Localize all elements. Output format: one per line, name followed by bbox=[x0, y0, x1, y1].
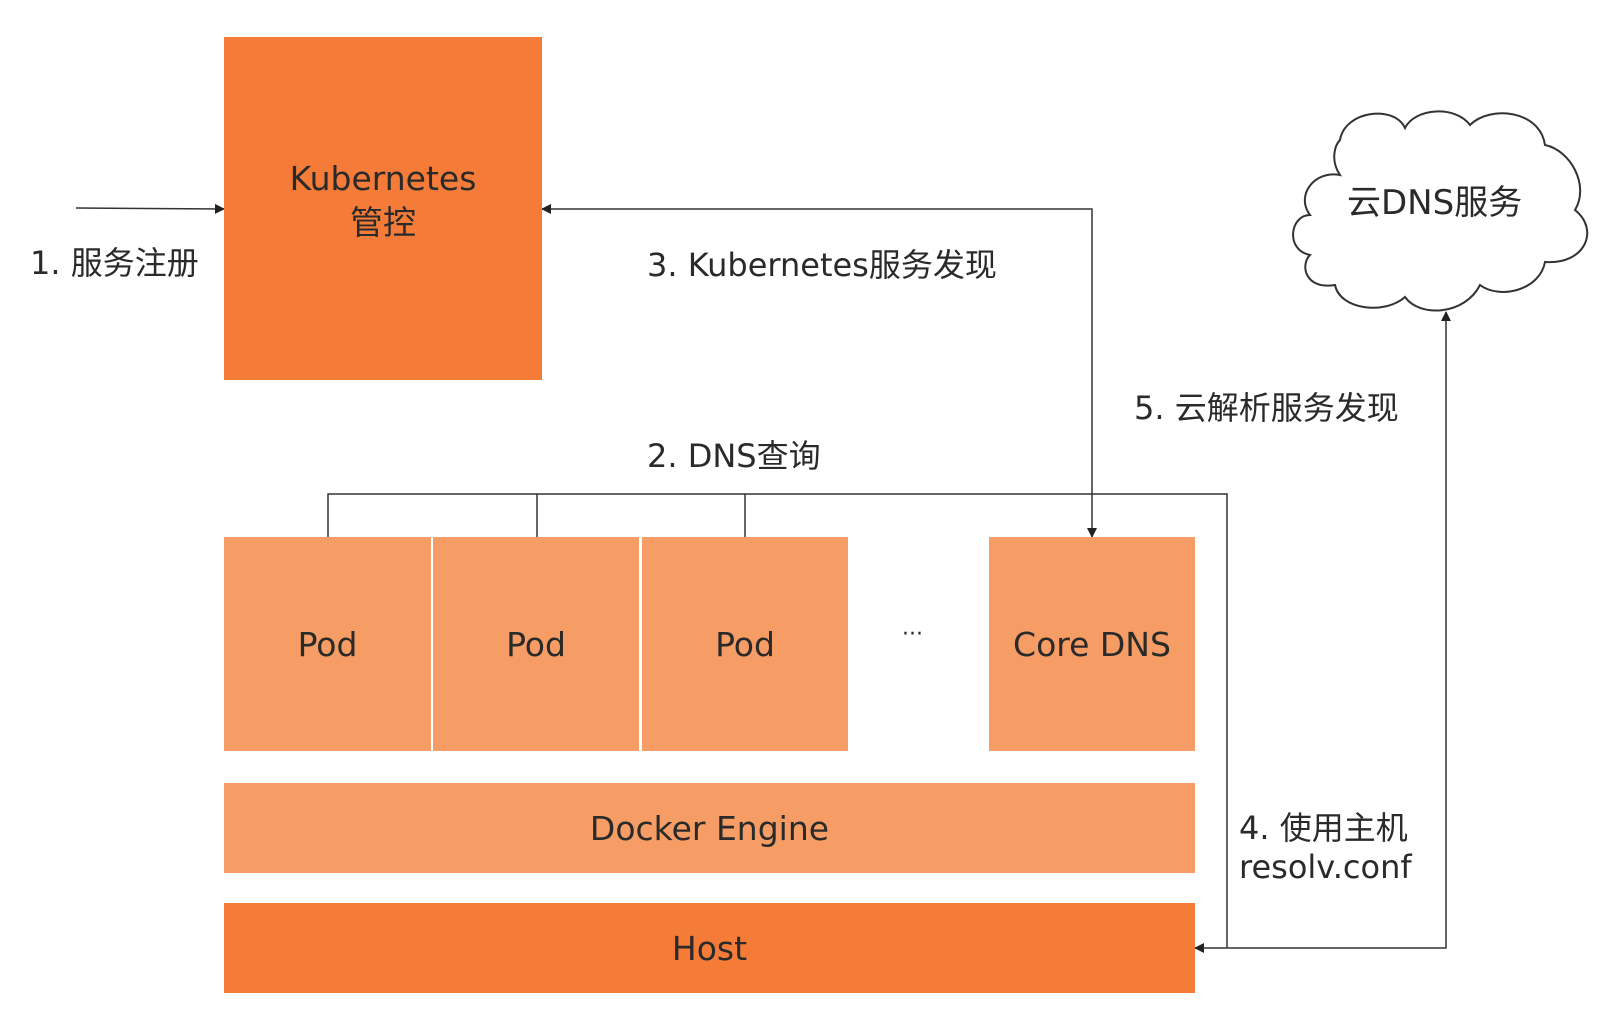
step2-label: 2. DNS查询 bbox=[647, 437, 821, 475]
coredns-box: Core DNS bbox=[989, 537, 1195, 751]
step4-label-line1: 4. 使用主机 bbox=[1239, 809, 1408, 847]
host-label: Host bbox=[671, 928, 748, 968]
kubernetes-control-box: Kubernetes 管控 bbox=[224, 37, 542, 380]
arrow-host-cloud bbox=[1227, 311, 1451, 949]
step1-label: 1. 服务注册 bbox=[30, 244, 199, 282]
pod-label: Pod bbox=[715, 624, 775, 664]
arrow-k8s-discovery bbox=[541, 204, 1093, 488]
more-pods-ellipsis: ··· bbox=[902, 622, 923, 647]
pod-box: Pod bbox=[224, 537, 431, 751]
kubernetes-title: Kubernetes bbox=[289, 159, 477, 198]
cloud-dns-label: 云DNS服务 bbox=[1347, 183, 1523, 223]
pod-box: Pod bbox=[642, 537, 848, 751]
pod-box: Pod bbox=[433, 537, 639, 751]
step4-label-line2: resolv.conf bbox=[1239, 848, 1412, 886]
host-box: Host bbox=[224, 903, 1195, 993]
arrow-service-registration bbox=[75, 203, 225, 214]
step5-label: 5. 云解析服务发现 bbox=[1134, 389, 1399, 427]
dns-query-bus bbox=[327, 493, 1228, 948]
cloud-shape bbox=[1292, 110, 1589, 312]
pod-label: Pod bbox=[506, 624, 566, 664]
pod-label: Pod bbox=[297, 624, 358, 664]
step3-label: 3. Kubernetes服务发现 bbox=[647, 246, 997, 284]
docker-engine-box: Docker Engine bbox=[224, 783, 1195, 873]
coredns-label: Core DNS bbox=[1013, 624, 1171, 664]
docker-engine-label: Docker Engine bbox=[589, 808, 830, 848]
kubernetes-subtitle: 管控 bbox=[350, 203, 416, 242]
